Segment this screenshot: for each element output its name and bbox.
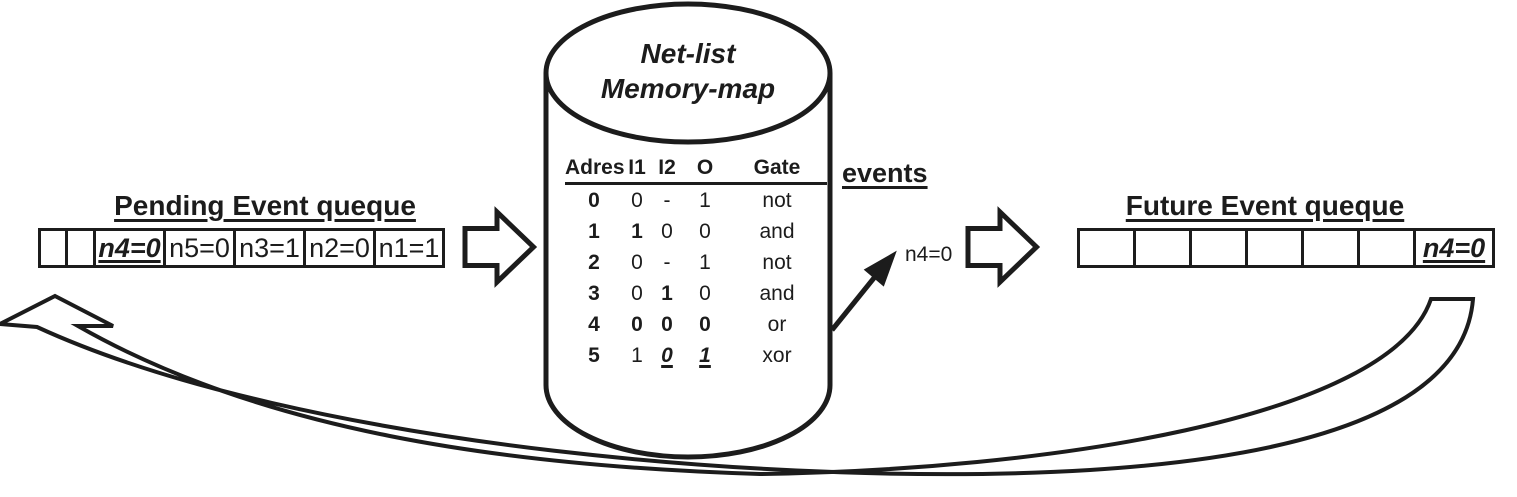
column-header-i1: I1 bbox=[628, 155, 646, 179]
table-cell: not bbox=[762, 251, 792, 274]
queue-cell: n3=1 bbox=[236, 231, 306, 265]
future-queue-title: Future Event queque bbox=[1125, 190, 1405, 221]
memory-cylinder-top bbox=[543, 1, 833, 145]
table-cell: 0 bbox=[699, 313, 711, 336]
table-cell: 1 bbox=[699, 251, 711, 274]
event-annotation-n4: n4=0 bbox=[905, 243, 953, 266]
table-cell: 5 bbox=[588, 344, 600, 367]
memory-map-table: Adres I1 I2 O Gate 0 0 - 1 not 1 1 0 0 a… bbox=[565, 152, 827, 371]
table-cell: or bbox=[767, 313, 787, 336]
queue-cell: n4=0 bbox=[96, 231, 166, 265]
queue-cell: n4=0 bbox=[1422, 232, 1486, 263]
table-cell: 0 bbox=[588, 189, 600, 212]
table-cell: not bbox=[762, 189, 792, 212]
table-cell: 0 bbox=[631, 251, 643, 274]
table-cell: 0 bbox=[631, 189, 643, 212]
table-cell: 1 bbox=[699, 344, 711, 367]
memory-table-row: 4 0 0 0 or bbox=[565, 309, 827, 340]
column-header-i2: I2 bbox=[658, 155, 676, 179]
memory-table-row: 0 0 - 1 not bbox=[565, 185, 827, 216]
table-cell: 0 bbox=[661, 313, 673, 336]
column-header-adres: Adres bbox=[565, 155, 625, 179]
memory-table-row: 2 0 - 1 not bbox=[565, 247, 827, 278]
table-cell: 1 bbox=[588, 220, 600, 243]
memory-table-header-row: Adres I1 I2 O Gate bbox=[565, 152, 827, 185]
table-cell: and bbox=[759, 282, 795, 305]
future-event-queue: n4=0 bbox=[1077, 228, 1495, 268]
queue-cell bbox=[1248, 231, 1304, 265]
pending-queue-title: Pending Event queque bbox=[114, 190, 416, 221]
return-arrow-icon bbox=[0, 293, 1476, 477]
table-cell: 0 bbox=[661, 220, 673, 243]
column-header-gate: Gate bbox=[753, 155, 801, 179]
table-cell: 1 bbox=[661, 282, 673, 305]
queue-cell bbox=[68, 231, 96, 265]
table-cell: 0 bbox=[631, 282, 643, 305]
table-cell: and bbox=[759, 220, 795, 243]
table-cell: 0 bbox=[631, 313, 643, 336]
netlist-title-line1: Net-list bbox=[640, 38, 736, 69]
queue-cell bbox=[1360, 231, 1416, 265]
memory-table-row: 5 1 0 1 xor bbox=[565, 340, 827, 371]
table-cell: 0 bbox=[661, 344, 673, 367]
table-cell: 1 bbox=[631, 220, 643, 243]
table-cell: 1 bbox=[631, 344, 643, 367]
queue-cell: n2=0 bbox=[306, 231, 376, 265]
table-cell: 0 bbox=[699, 220, 711, 243]
queue-cell bbox=[1304, 231, 1360, 265]
queue-cell bbox=[1080, 231, 1136, 265]
table-cell: 0 bbox=[699, 282, 711, 305]
column-header-o: O bbox=[696, 155, 714, 179]
queue-cell bbox=[1136, 231, 1192, 265]
table-cell: 4 bbox=[588, 313, 600, 336]
table-cell: 2 bbox=[588, 251, 600, 274]
netlist-title-line2: Memory-map bbox=[600, 73, 776, 104]
events-label: events bbox=[842, 158, 928, 188]
table-cell: 1 bbox=[699, 189, 711, 212]
memory-table-row: 1 1 0 0 and bbox=[565, 216, 827, 247]
pending-event-queue: n4=0 n5=0 n3=1 n2=0 n1=1 bbox=[38, 228, 445, 268]
flow-arrow-pending-to-memory-icon bbox=[462, 206, 538, 288]
table-cell: - bbox=[663, 189, 671, 212]
table-cell: 3 bbox=[588, 282, 600, 305]
queue-cell: n1=1 bbox=[378, 232, 440, 263]
queue-cell bbox=[1192, 231, 1248, 265]
event-arrow-icon bbox=[830, 250, 897, 332]
memory-table-row: 3 0 1 0 and bbox=[565, 278, 827, 309]
table-cell: xor bbox=[762, 344, 792, 367]
flow-arrow-memory-to-future-icon bbox=[965, 206, 1041, 288]
memory-cylinder-body bbox=[543, 73, 833, 460]
queue-cell: n5=0 bbox=[166, 231, 236, 265]
netlist-memory-map-title: Net-list Memory-map bbox=[546, 36, 830, 106]
queue-cell bbox=[41, 231, 68, 265]
table-cell: - bbox=[663, 251, 671, 274]
